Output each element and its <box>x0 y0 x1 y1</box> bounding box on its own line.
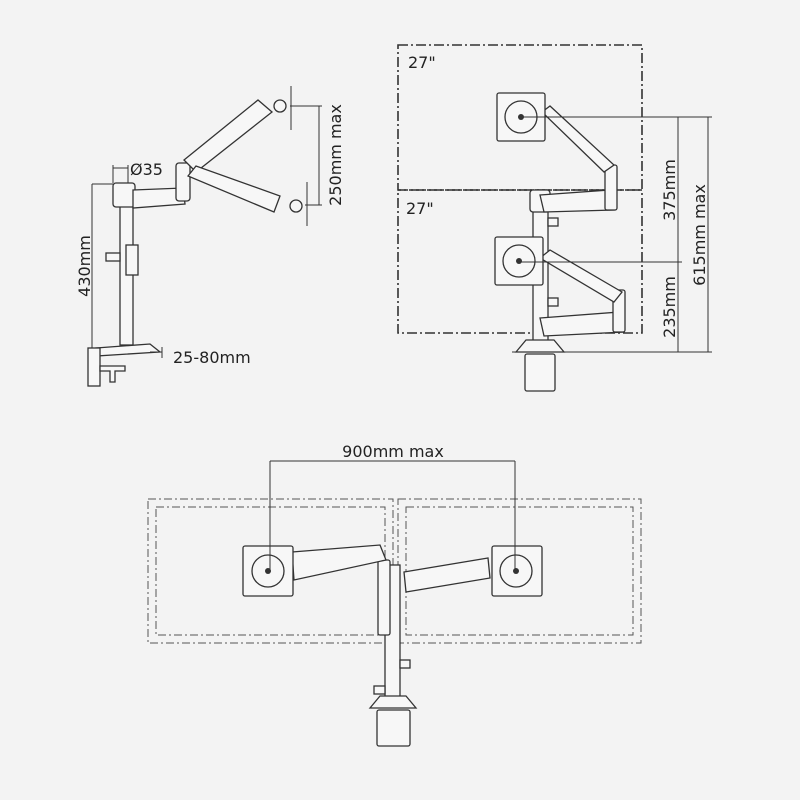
top-arm <box>541 105 616 173</box>
vesa-plate-bottom <box>494 236 544 286</box>
vesa-plate-left <box>242 545 294 597</box>
desk-thickness-label: 25-80mm <box>173 348 251 367</box>
lower-height-label: 235mm <box>660 276 679 338</box>
top-collar <box>112 182 136 208</box>
bottom-base-arm <box>539 311 625 337</box>
span-label: 900mm max <box>342 442 444 461</box>
clamp-body <box>87 347 101 387</box>
pole-diameter-label: Ø35 <box>130 160 163 179</box>
side-view: Ø35 430mm 250mm max 25-80mm <box>75 86 345 387</box>
clamp <box>376 709 411 747</box>
stacked-view: 27" 27" 375mm 235mm 615mm max <box>397 44 712 392</box>
clamp-screw <box>99 365 126 383</box>
pole-knob <box>105 252 121 262</box>
top-base-arm <box>539 189 615 213</box>
vesa-plate-right <box>491 545 543 597</box>
monitor-bottom-size: 27" <box>406 199 434 218</box>
side-by-side-view: 900mm max <box>147 442 642 747</box>
monitor-top-size: 27" <box>408 53 436 72</box>
grommet-base <box>368 695 418 709</box>
pole-clamp <box>125 244 139 276</box>
lower-arm <box>186 165 281 213</box>
clamp <box>524 353 556 392</box>
tilt-head-lower <box>289 199 303 213</box>
grommet-base <box>514 339 566 353</box>
spacing-label: 375mm <box>660 159 679 221</box>
total-height-label: 615mm max <box>690 184 709 286</box>
pole-height-label: 430mm <box>75 235 94 297</box>
bottom-arm <box>538 249 623 303</box>
clamp-top <box>95 343 162 357</box>
elbow-joint <box>175 162 191 202</box>
tilt-head-upper <box>273 99 287 113</box>
left-arm <box>291 544 387 581</box>
monitor-outline-right <box>397 498 642 644</box>
right-arm <box>403 557 491 593</box>
vertical-travel-label: 250mm max <box>326 104 345 206</box>
base-arm <box>132 187 186 209</box>
upper-arm <box>183 99 274 173</box>
